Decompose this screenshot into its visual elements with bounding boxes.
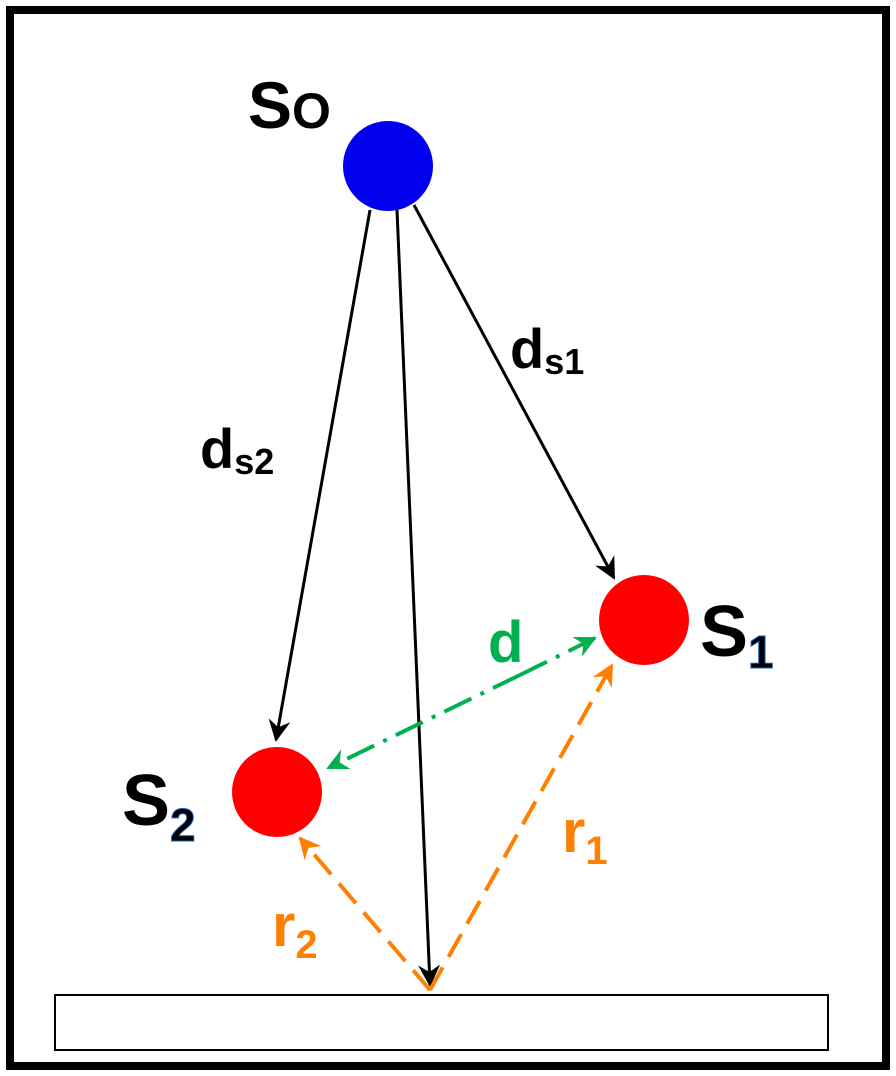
source-label-sub: O [292,83,331,139]
ds1-label-sub: s1 [544,341,584,382]
r1-label: r1 [562,798,608,873]
edge-d-arrow-back [326,673,521,770]
s2-label-sub: 2 [170,799,196,851]
edge-r1-arrow [428,663,614,991]
s1-label-sub: 1 [748,626,774,678]
r1-label-main: r [562,798,585,865]
s1-label-main: S [700,592,748,672]
s2-label: S2 [122,761,196,851]
ds2-label: ds2 [200,417,274,482]
edge-reflection-arrow [395,209,441,987]
source-label: SO [248,68,331,142]
ds2-label-sub: s2 [234,441,274,482]
r2-label-sub: 2 [295,923,317,967]
r2-label: r2 [272,892,318,967]
r1-label-sub: 1 [585,829,607,873]
outer-frame [6,6,890,1070]
r2-label-main: r [272,892,295,959]
source-node [343,121,433,211]
d-label: d [488,610,523,675]
ds1-label-main: d [510,317,544,380]
s2-label-main: S [122,761,170,841]
receiver-s1-node [599,575,689,665]
source-label-main: S [248,68,292,142]
ds2-label-main: d [200,417,234,480]
edge-ds2-arrow [268,209,372,742]
edge-ds1-arrow [412,204,616,580]
ds1-label: ds1 [510,317,584,382]
edge-r2-arrow [298,836,432,992]
edge-d-arrow [519,636,597,677]
reflecting-surface [54,994,829,1051]
receiver-s2-node [232,747,322,837]
s1-label: S1 [700,592,774,678]
